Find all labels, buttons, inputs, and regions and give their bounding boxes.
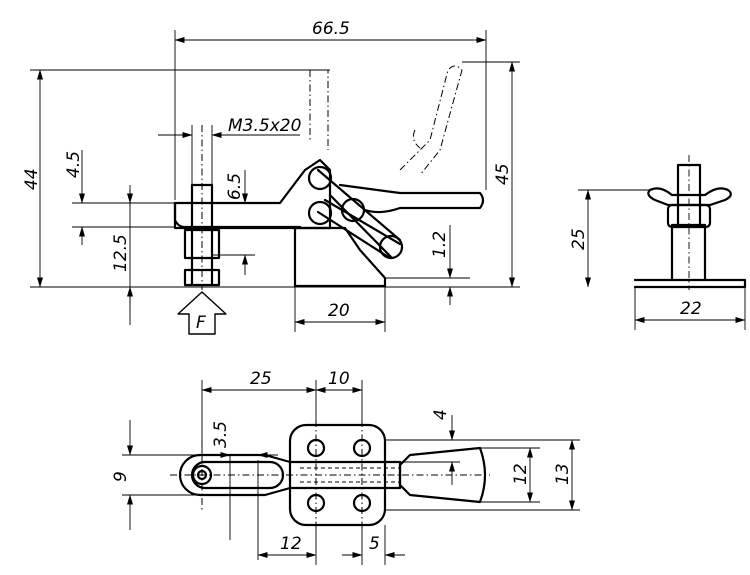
front-pivot-4 xyxy=(378,234,404,260)
dim-top-10: 10 xyxy=(328,369,350,389)
front-view: F 66.5 44 45 M3.5x20 4.5 6.5 12.5 xyxy=(22,19,520,335)
side-handle-wings xyxy=(647,187,732,207)
dim-base-thickness: 1.2 xyxy=(430,231,450,258)
dim-front-height: 44 xyxy=(22,168,42,190)
top-slotted-arm xyxy=(178,453,402,497)
dim-top-5-extension xyxy=(361,525,386,565)
dim-top-13-extension xyxy=(385,439,580,511)
top-hidden-lines xyxy=(300,467,400,483)
side-view: 25 22 xyxy=(569,155,747,330)
front-clamp-arm xyxy=(173,201,302,229)
dim-top-3-5: 3.5 xyxy=(211,421,231,448)
dim-screw-label: M3.5x20 xyxy=(228,116,301,136)
dim-top-5: 5 xyxy=(369,534,380,554)
dim-top-9: 9 xyxy=(111,471,131,482)
dim-top-9-extension xyxy=(122,454,200,496)
dim-top-25: 25 xyxy=(250,369,272,389)
dim-front-width: 66.5 xyxy=(312,19,350,39)
side-base xyxy=(633,278,747,289)
front-link-upper xyxy=(316,168,402,260)
side-upright xyxy=(670,163,707,282)
dim-66-5-extension xyxy=(174,30,487,200)
dim-4-5-extension xyxy=(72,202,175,228)
dim-top-12-right: 12 xyxy=(511,463,531,485)
dim-base-width: 20 xyxy=(328,301,350,321)
dim-handle-height: 45 xyxy=(493,163,513,185)
dim-spindle-offset: 4.5 xyxy=(64,151,84,178)
force-arrow xyxy=(177,291,227,335)
dim-side-height: 25 xyxy=(569,228,589,250)
front-spindle xyxy=(183,183,221,287)
top-centerline-v2 xyxy=(315,420,363,530)
dim-top-12-bottom: 12 xyxy=(280,534,302,554)
dim-top-3-5-extension xyxy=(229,455,259,560)
dim-spindle-height: 6.5 xyxy=(225,173,245,200)
front-handle xyxy=(338,183,485,214)
dim-top-4: 4 xyxy=(431,409,451,420)
front-bracket xyxy=(173,158,332,230)
front-pivot-1 xyxy=(307,165,333,191)
dim-top-13: 13 xyxy=(553,463,573,485)
front-arm-phantom xyxy=(309,69,329,150)
front-handle-phantom xyxy=(399,65,463,176)
top-arm-slot xyxy=(190,460,285,490)
force-label: F xyxy=(196,313,206,333)
dim-side-width: 22 xyxy=(680,299,702,319)
top-view: 25 10 4 3.5 9 12 13 12 xyxy=(111,369,580,565)
dim-spindle-base: 12.5 xyxy=(111,234,131,272)
front-pivot-2 xyxy=(307,200,333,226)
